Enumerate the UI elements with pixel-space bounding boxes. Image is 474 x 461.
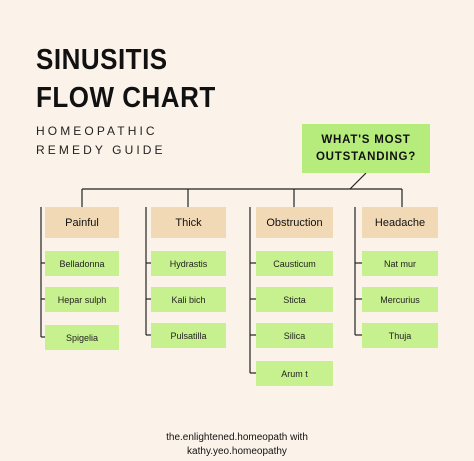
chart-title-line-1: SINUSITIS — [36, 42, 168, 76]
remedy-mercurius: Mercurius — [362, 287, 438, 312]
remedy-pulsatilla: Pulsatilla — [151, 323, 226, 348]
subtitle-line-1: HOMEOPATHIC — [36, 124, 158, 138]
remedy-silica: Silica — [256, 323, 333, 348]
root-question-line-2: OUTSTANDING? — [315, 150, 417, 163]
category-header-thick: Thick — [151, 207, 226, 238]
remedy-arum-t: Arum t — [256, 361, 333, 386]
category-header-painful: Painful — [45, 207, 119, 238]
remedy-sticta: Sticta — [256, 287, 333, 312]
remedy-kali-bich: Kali bich — [151, 287, 226, 312]
root-question-box: WHAT'S MOST OUTSTANDING? — [302, 124, 430, 173]
root-connector — [349, 172, 367, 190]
footer-credit-line-2: kathy.yeo.homeopathy — [187, 446, 287, 457]
category-header-headache: Headache — [362, 207, 438, 238]
footer-credit-line-1: the.enlightened.homeopath with — [166, 432, 308, 443]
remedy-thuja: Thuja — [362, 323, 438, 348]
remedy-causticum: Causticum — [256, 251, 333, 276]
remedy-belladonna: Belladonna — [45, 251, 119, 276]
category-header-obstruction: Obstruction — [256, 207, 333, 238]
remedy-spigelia: Spigelia — [45, 325, 119, 350]
remedy-nat-mur: Nat mur — [362, 251, 438, 276]
remedy-hepar-sulph: Hepar sulph — [45, 287, 119, 312]
subtitle-line-2: REMEDY GUIDE — [36, 143, 166, 157]
remedy-hydrastis: Hydrastis — [151, 251, 226, 276]
chart-title-line-2: FLOW CHART — [36, 80, 216, 114]
root-question-line-1: WHAT'S MOST — [321, 133, 411, 146]
